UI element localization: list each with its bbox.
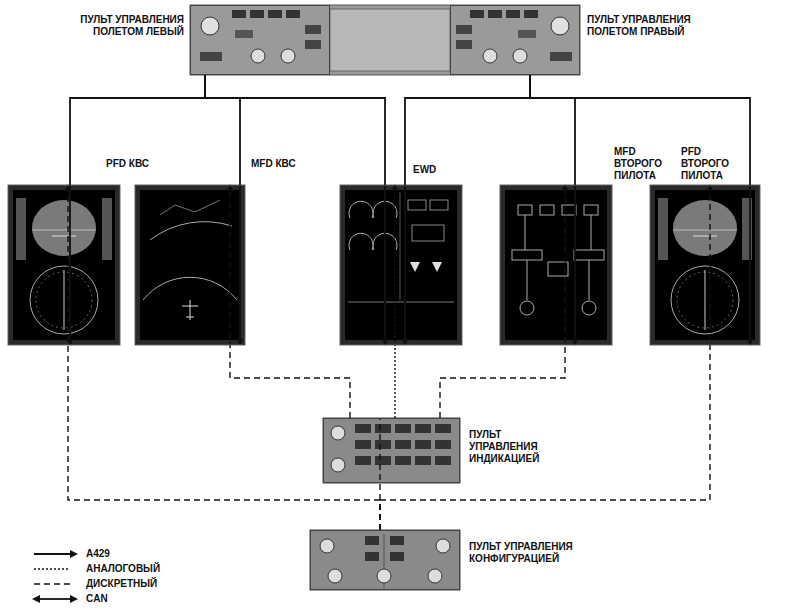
legend-sample xyxy=(32,564,80,574)
display-box: MFD КВС xyxy=(135,185,245,345)
signal-line xyxy=(205,75,385,345)
display-control-panel xyxy=(323,418,460,483)
signal-line xyxy=(380,185,710,530)
display-box: EWD xyxy=(340,185,462,345)
node-label: MFD ВТОРОГО ПИЛОТА xyxy=(614,146,676,182)
configuration-control-panel xyxy=(310,530,460,590)
legend-row: АНАЛОГОВЫЙ xyxy=(32,561,160,576)
ewd-screen xyxy=(340,185,462,345)
legend-row: CAN xyxy=(32,591,160,606)
mfd-right-screen xyxy=(500,185,612,345)
signal-line xyxy=(379,418,380,530)
legend-text: A429 xyxy=(86,548,110,559)
pfd-right-screen xyxy=(650,185,760,345)
mfd-left-screen xyxy=(135,185,245,345)
node-label: PFD ВТОРОГО ПИЛОТА xyxy=(681,146,743,182)
legend-row: A429 xyxy=(32,546,160,561)
display-box: PFD ВТОРОГО ПИЛОТА xyxy=(650,185,760,345)
legend-text: CAN xyxy=(86,593,108,604)
signal-line xyxy=(394,185,395,418)
control-panel: ПУЛЬТ УПРАВЛЕНИЯ ИНДИКАЦИЕЙ xyxy=(323,418,460,483)
node-label: ПУЛЬТ УПРАВЛЕНИЯ ПОЛЕТОМ ЛЕВЫЙ xyxy=(49,14,184,38)
signal-line xyxy=(205,75,240,345)
node-label: EWD xyxy=(413,164,453,176)
signal-line xyxy=(530,75,750,345)
flight-control-panel xyxy=(190,5,580,75)
node-label: MFD КВС xyxy=(251,158,321,170)
pfd-left-screen xyxy=(8,185,120,345)
legend-sample xyxy=(32,549,80,559)
signal-line xyxy=(405,75,530,345)
node-label: ПУЛЬТ УПРАВЛЕНИЯ КОНФИГУРАЦИЕЙ xyxy=(469,541,574,565)
signal-line xyxy=(530,75,575,345)
node-label: ПУЛЬТ УПРАВЛЕНИЯ ИНДИКАЦИЕЙ xyxy=(469,429,559,465)
flight-panel-right: ПУЛЬТ УПРАВЛЕНИЯ ПОЛЕТОМ ПРАВЫЙ xyxy=(450,5,580,75)
legend-text: ДИСКРЕТНЫЙ xyxy=(86,578,157,589)
legend-row: ДИСКРЕТНЫЙ xyxy=(32,576,160,591)
control-panel: ПУЛЬТ УПРАВЛЕНИЯ КОНФИГУРАЦИЕЙ xyxy=(310,530,460,590)
signal-line xyxy=(70,75,205,345)
legend-sample xyxy=(32,579,80,589)
signal-line xyxy=(440,185,565,418)
node-label: PFD КВС xyxy=(106,158,166,170)
legend-sample xyxy=(32,594,80,604)
legend-text: АНАЛОГОВЫЙ xyxy=(86,563,160,574)
display-box: PFD КВС xyxy=(8,185,120,345)
flight-panel-left: ПУЛЬТ УПРАВЛЕНИЯ ПОЛЕТОМ ЛЕВЫЙ xyxy=(190,5,330,75)
display-box: MFD ВТОРОГО ПИЛОТА xyxy=(500,185,612,345)
node-label: ПУЛЬТ УПРАВЛЕНИЯ ПОЛЕТОМ ПРАВЫЙ xyxy=(587,14,722,38)
signal-line xyxy=(68,185,380,530)
signal-line xyxy=(230,185,350,418)
legend: A429АНАЛОГОВЫЙ ДИСКРЕТНЫЙ CAN xyxy=(32,546,160,606)
